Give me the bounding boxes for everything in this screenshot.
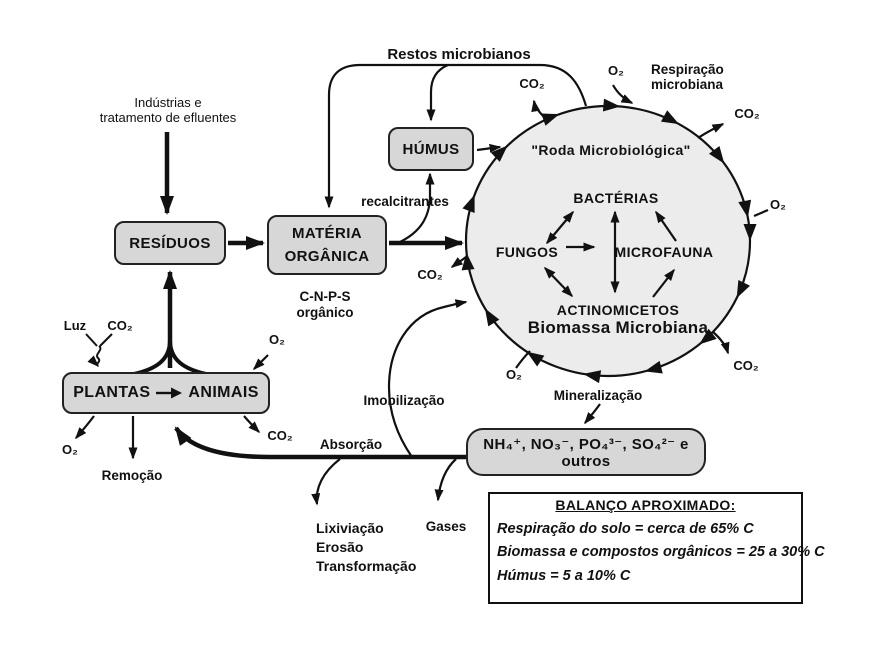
recalcitrantes-label: recalcitrantes — [361, 194, 449, 209]
arrow-wheel-to-co2-bottomright — [712, 331, 730, 355]
balanco-line-humus: Húmus = 5 a 10% C — [497, 567, 631, 584]
wheel-arrowhead — [644, 360, 663, 374]
fungos-label: FUNGOS — [495, 244, 559, 260]
humus-label: HÚMUS — [402, 140, 460, 158]
balanco-line-biomassa: Biomassa e compostos orgânicos = 25 a 30… — [497, 544, 825, 560]
arrow-recalcitrantes-to-humus — [399, 172, 435, 243]
arrow-fungos-actinomicetos — [543, 266, 574, 298]
o2-plantas-out-label: O₂ — [62, 442, 78, 457]
balanco-line-respiracao: Respiração do solo = cerca de 65% C — [497, 520, 754, 537]
arrow-plantas-to-co2-out — [243, 415, 261, 434]
arrow-wheel-to-co2-left — [450, 256, 467, 268]
wheel-arrowhead — [490, 145, 508, 162]
arrow-plantas-to-o2-out — [75, 415, 95, 440]
flow-arrows — [75, 63, 769, 506]
co2-bottomright-label: CO₂ — [733, 358, 759, 373]
materia-organica-box: MATÉRIA ORGÂNICA — [267, 215, 387, 275]
arrow-actinomicetos-to-microfauna — [652, 268, 675, 298]
co2-luz-label: CO₂ — [107, 318, 133, 333]
o2-plantas-in-label: O₂ — [269, 332, 285, 347]
arrow-imobilizacao-to-wheel — [387, 299, 468, 458]
wheel-arrowhead — [526, 351, 545, 367]
wheel-arrowhead — [699, 328, 717, 345]
plantas-animais-box: PLANTAS ANIMAIS — [62, 372, 270, 414]
arrow-restos-to-humus — [426, 63, 449, 122]
perdas-label: Lixiviação Erosão Transformação — [316, 520, 417, 574]
arrow-o2-top-into-wheel — [612, 84, 634, 104]
restos-microbianos-label: Restos microbianos — [387, 46, 531, 63]
arrow-wheel-to-co2-topleft — [531, 99, 547, 120]
residuos-box: RESÍDUOS — [114, 221, 226, 265]
wheel-arrowhead — [485, 308, 500, 327]
arrow-humus-to-wheel — [476, 143, 502, 153]
co2-left-label: CO₂ — [417, 267, 443, 282]
roda-microbiologica-title: "Roda Microbiológica" — [531, 142, 691, 158]
luz-label: Luz — [63, 318, 87, 333]
co2-plantas-out-label: CO₂ — [267, 428, 293, 443]
animais-label: ANIMAIS — [188, 384, 259, 401]
arrow-restos-to-materia-organica — [324, 63, 588, 209]
luz-line — [85, 333, 98, 347]
wheel-inner-arrows — [543, 210, 677, 298]
actinomicetos-label: ACTINOMICETOS — [556, 302, 680, 318]
co2-topleft-label: CO₂ — [519, 76, 545, 91]
mineralizacao-label: Mineralização — [553, 388, 643, 403]
nutrientes-label: NH₄⁺, NO₃⁻, PO₄³⁻, SO₄²⁻ e outros — [483, 435, 689, 470]
wheel-arrowhead — [541, 113, 560, 126]
microfauna-label: MICROFAUNA — [614, 244, 714, 260]
wheel-arrowhead — [738, 199, 752, 218]
wheel-arrowhead — [583, 370, 602, 384]
materia-organica-label: MATÉRIA ORGÂNICA — [284, 225, 370, 265]
o2-bottomleft-label: O₂ — [506, 367, 522, 382]
arrow-wheel-to-co2-topright — [697, 123, 725, 139]
nutrientes-box: NH₄⁺, NO₃⁻, PO₄³⁻, SO₄²⁻ e outros — [466, 428, 706, 476]
luz-co2-squiggle — [85, 333, 113, 368]
o2-top-label: O₂ — [608, 63, 624, 78]
line-o2-right-into-wheel — [753, 208, 769, 218]
arrow-fungos-bacterias — [546, 210, 574, 245]
respiracao-microbiana-label: Respiração microbiana — [651, 62, 724, 92]
o2-right-label: O₂ — [770, 197, 786, 212]
gases-label: Gases — [425, 519, 467, 534]
imobilizacao-label: Imobilização — [363, 393, 445, 408]
biomassa-microbiana-label: Biomassa Microbiana — [527, 318, 709, 337]
trunk-flare-left — [133, 339, 172, 376]
wheel-arrowhead — [461, 252, 475, 271]
industrias-label: Indústrias e tratamento de efluentes — [99, 95, 237, 125]
plantas-animais-row: PLANTAS ANIMAIS — [73, 384, 259, 402]
wheel-arrowhead — [660, 110, 679, 125]
humus-box: HÚMUS — [388, 127, 474, 171]
cnps-organico-label: C-N-P-S orgânico — [296, 289, 354, 320]
plantas-label: PLANTAS — [73, 384, 151, 401]
arrow-o2-into-plantas — [252, 354, 269, 371]
wheel-arrowhead — [462, 194, 475, 214]
arrow-absorcao-to-plantas — [174, 426, 466, 460]
residuos-label: RESÍDUOS — [129, 234, 211, 252]
wheel-arrowhead — [708, 146, 725, 164]
squiggle-arrow-into-plantas — [87, 345, 102, 368]
line-o2-bottomleft-into-wheel — [515, 350, 531, 369]
remocao-label: Remoção — [101, 468, 163, 483]
wheel-arrowhead — [736, 279, 751, 299]
balanco-title: BALANÇO APROXIMADO: — [555, 497, 736, 513]
plantas-animais-arrow-icon — [156, 387, 183, 399]
bacterias-label: BACTÉRIAS — [573, 190, 659, 206]
arrow-microfauna-to-bacterias — [655, 210, 677, 242]
wheel-rotation-arrowheads — [461, 98, 757, 384]
arrow-to-lixiviacao — [311, 458, 341, 506]
co2-topright-label: CO₂ — [734, 106, 760, 121]
arrow-mineralizacao-to-nutrientes — [584, 403, 601, 425]
co2-line — [99, 333, 113, 347]
absorcao-label: Absorção — [319, 437, 383, 452]
arrow-to-gases — [434, 458, 457, 502]
trunk-flare-right — [168, 339, 207, 376]
wheel-arrowhead — [602, 98, 621, 112]
balanco-aproximado-box: BALANÇO APROXIMADO: Respiração do solo =… — [488, 492, 825, 604]
wheel-arrowhead — [743, 224, 757, 241]
